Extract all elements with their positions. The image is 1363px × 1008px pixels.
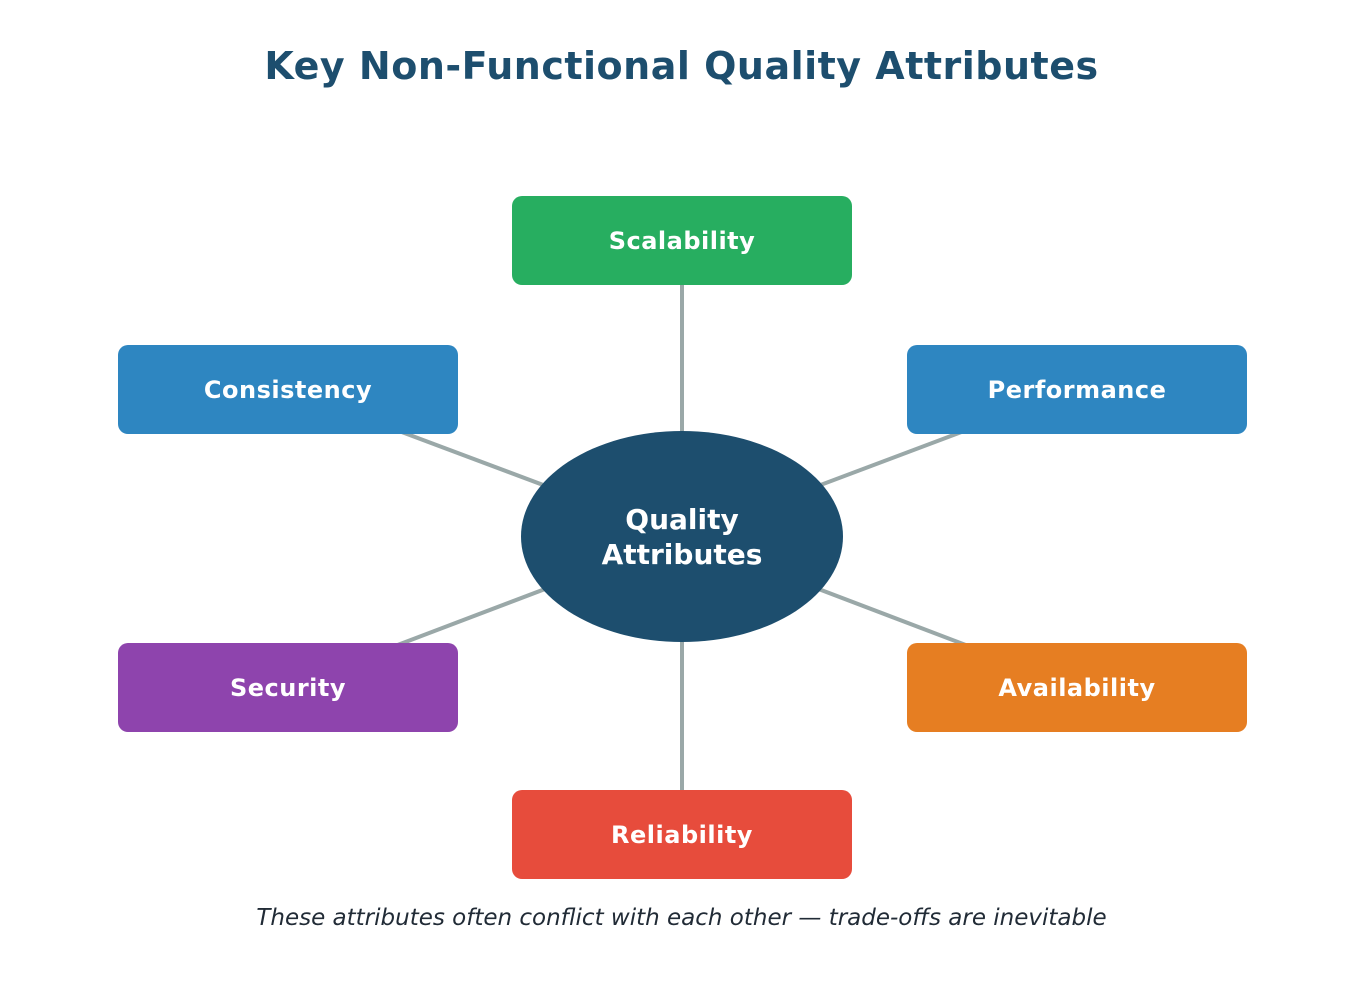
center-node: Quality Attributes bbox=[521, 431, 843, 642]
node-performance-label: Performance bbox=[987, 375, 1167, 404]
page-title: Key Non-Functional Quality Attributes bbox=[264, 44, 1099, 88]
node-scalability: Scalability bbox=[512, 196, 852, 285]
node-performance: Performance bbox=[907, 345, 1247, 434]
node-reliability-label: Reliability bbox=[611, 820, 753, 849]
center-node-label-line1: Quality bbox=[625, 502, 739, 536]
node-consistency: Consistency bbox=[118, 345, 458, 434]
node-security-label: Security bbox=[229, 673, 347, 702]
node-availability: Availability bbox=[907, 643, 1247, 732]
node-consistency-label: Consistency bbox=[203, 375, 373, 404]
node-reliability: Reliability bbox=[512, 790, 852, 879]
center-node-label: Quality Attributes bbox=[602, 502, 763, 572]
node-security: Security bbox=[118, 643, 458, 732]
node-scalability-label: Scalability bbox=[608, 226, 756, 255]
caption: These attributes often conflict with eac… bbox=[256, 905, 1107, 931]
center-node-label-line2: Attributes bbox=[601, 537, 763, 571]
node-availability-label: Availability bbox=[998, 673, 1156, 702]
